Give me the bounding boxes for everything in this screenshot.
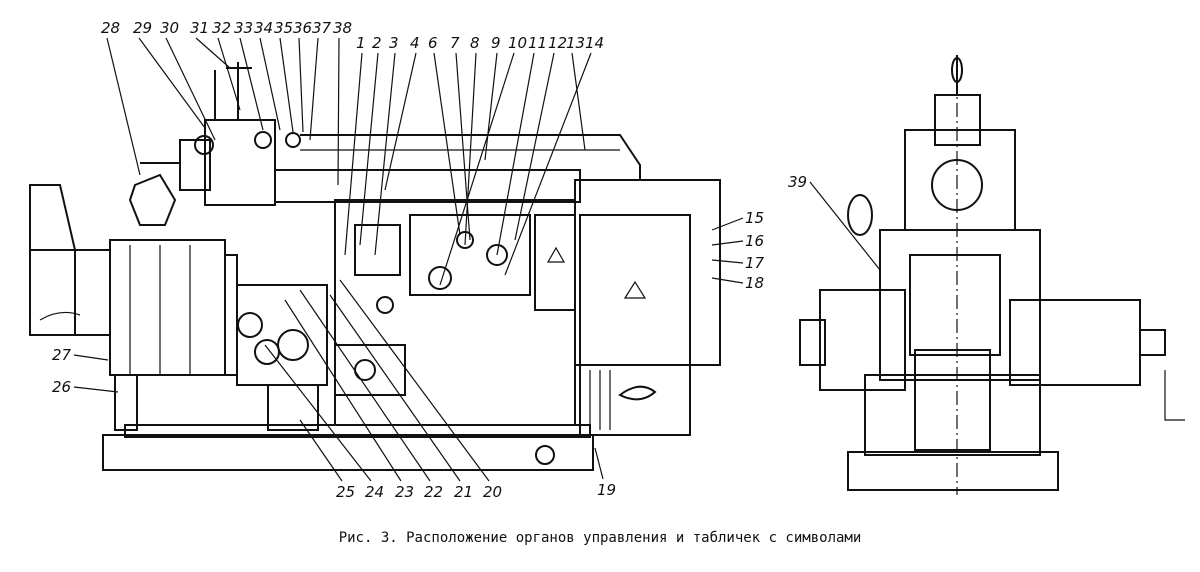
tool-holder [128, 173, 177, 226]
callout-1: 1 [356, 34, 366, 52]
leader-line-22 [299, 289, 431, 482]
leader-line-15 [711, 217, 744, 231]
callout-26: 26 [52, 378, 71, 396]
callout-30: 30 [160, 19, 179, 37]
leader-line-34 [259, 37, 281, 131]
leader-line-6 [433, 52, 461, 236]
callout-17: 17 [745, 254, 765, 272]
callout-10: 10 [508, 34, 527, 52]
leader-line-3 [374, 52, 396, 256]
callout-14: 14 [585, 34, 604, 52]
leader-line-36 [298, 37, 304, 133]
left-support [29, 184, 76, 336]
leader-line-16 [711, 240, 744, 246]
leader-line-23 [284, 299, 402, 482]
callout-7: 7 [450, 34, 460, 52]
leader-line-28 [106, 37, 141, 176]
callout-24: 24 [365, 483, 384, 501]
leader-line-39 [809, 181, 881, 271]
leader-line-32 [217, 37, 241, 111]
callout-4: 4 [410, 34, 420, 52]
leader-line-17 [711, 259, 744, 264]
callout-27: 27 [52, 346, 72, 364]
callout-37: 37 [312, 19, 332, 37]
leader-line-18 [711, 277, 744, 284]
leader-line-21 [329, 294, 461, 482]
leader-line-11 [496, 52, 535, 256]
leader-line-10 [439, 52, 515, 286]
left-slide [819, 289, 906, 391]
callout-19: 19 [597, 481, 616, 499]
electrical-cabinet [574, 179, 721, 366]
right-slide [1009, 299, 1141, 386]
leader-line-20 [339, 279, 490, 482]
callout-9: 9 [491, 34, 501, 52]
side-view [29, 62, 721, 471]
callout-23: 23 [395, 483, 414, 501]
leader-line-26 [73, 386, 119, 393]
callout-3: 3 [389, 34, 399, 52]
machine-base [102, 434, 594, 471]
leader-line-4 [384, 52, 417, 191]
callout-29: 29 [133, 19, 152, 37]
callout-2: 2 [372, 34, 382, 52]
ram [274, 169, 581, 203]
callout-31: 31 [190, 19, 209, 37]
callout-6: 6 [428, 34, 438, 52]
callout-16: 16 [745, 232, 764, 250]
callout-38: 38 [333, 19, 352, 37]
callout-25: 25 [336, 483, 355, 501]
callout-36: 36 [293, 19, 312, 37]
leader-line-25 [299, 419, 343, 482]
leader-line-9 [484, 52, 498, 161]
leader-line-38 [337, 37, 340, 186]
leader-line-8 [464, 52, 477, 246]
leader-line-1 [344, 52, 363, 256]
callout-11: 11 [528, 34, 547, 52]
control-panel [409, 214, 531, 296]
callout-34: 34 [254, 19, 273, 37]
callout-22: 22 [424, 483, 443, 501]
callout-33: 33 [234, 19, 253, 37]
callout-15: 15 [745, 209, 764, 227]
work-table [109, 239, 226, 376]
leader-line-12 [514, 52, 555, 241]
leader-line-19 [594, 447, 604, 480]
motor [579, 364, 691, 436]
callout-8: 8 [470, 34, 480, 52]
leader-line-14 [504, 52, 592, 276]
leader-line-29 [138, 37, 206, 129]
end-view [799, 55, 1185, 495]
end-head [904, 129, 1016, 231]
figure-caption: Рис. 3. Расположение органов управления … [338, 530, 862, 546]
leader-line-33 [239, 37, 264, 131]
callout-12: 12 [548, 34, 567, 52]
leader-line-31 [195, 37, 231, 69]
callout-13: 13 [566, 34, 585, 52]
leader-line-2 [359, 52, 379, 246]
leader-line-35 [279, 37, 294, 133]
tool-head [204, 119, 276, 206]
callout-32: 32 [212, 19, 231, 37]
callout-39: 39 [788, 173, 807, 191]
leader-line-27 [73, 354, 109, 361]
leader-line-30 [165, 37, 216, 141]
end-base [847, 451, 1059, 491]
callout-21: 21 [454, 483, 473, 501]
leader-line-13 [571, 52, 586, 151]
callout-28: 28 [101, 19, 120, 37]
callout-20: 20 [483, 483, 502, 501]
leader-line-24 [264, 344, 372, 482]
machine-body [334, 199, 576, 426]
callout-18: 18 [745, 274, 764, 292]
callout-35: 35 [274, 19, 293, 37]
leader-line-37 [309, 37, 319, 141]
